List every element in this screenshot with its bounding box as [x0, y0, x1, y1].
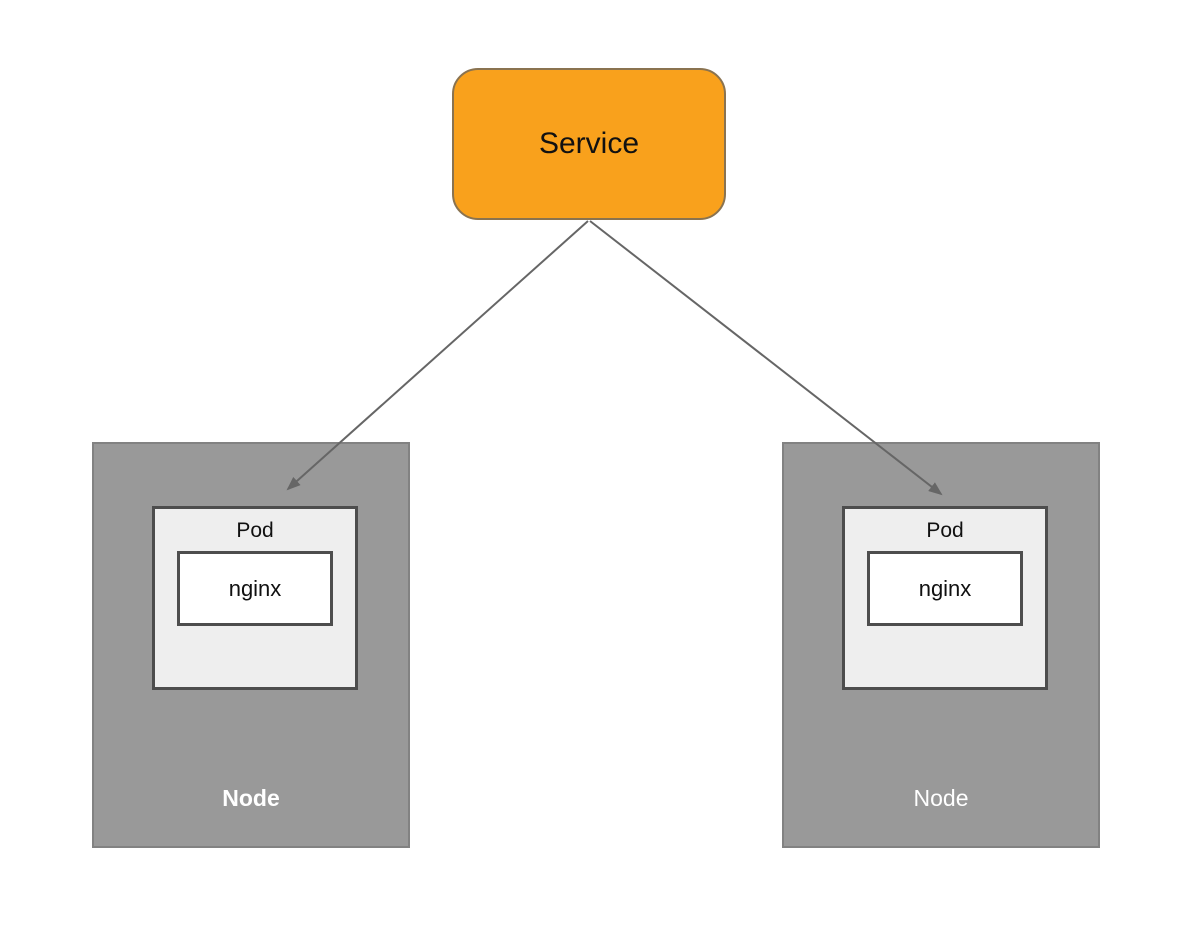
pod-box-right: Pod nginx	[842, 506, 1048, 690]
service-label: Service	[538, 127, 640, 160]
pod-label: Pod	[926, 519, 964, 542]
nginx-container-label: nginx	[228, 575, 282, 601]
node-label-left: Node	[222, 785, 280, 811]
pod-box-left: Pod nginx	[152, 506, 358, 690]
nginx-container-box: nginx	[867, 551, 1023, 627]
service-box: Service	[452, 68, 726, 220]
pod-label: Pod	[236, 519, 274, 542]
node-box-left: Pod nginx Node	[92, 442, 410, 848]
nginx-container-label: nginx	[918, 575, 972, 601]
node-label-right: Node	[913, 785, 969, 811]
node-box-right: Pod nginx Node	[782, 442, 1100, 848]
nginx-container-box: nginx	[177, 551, 333, 627]
